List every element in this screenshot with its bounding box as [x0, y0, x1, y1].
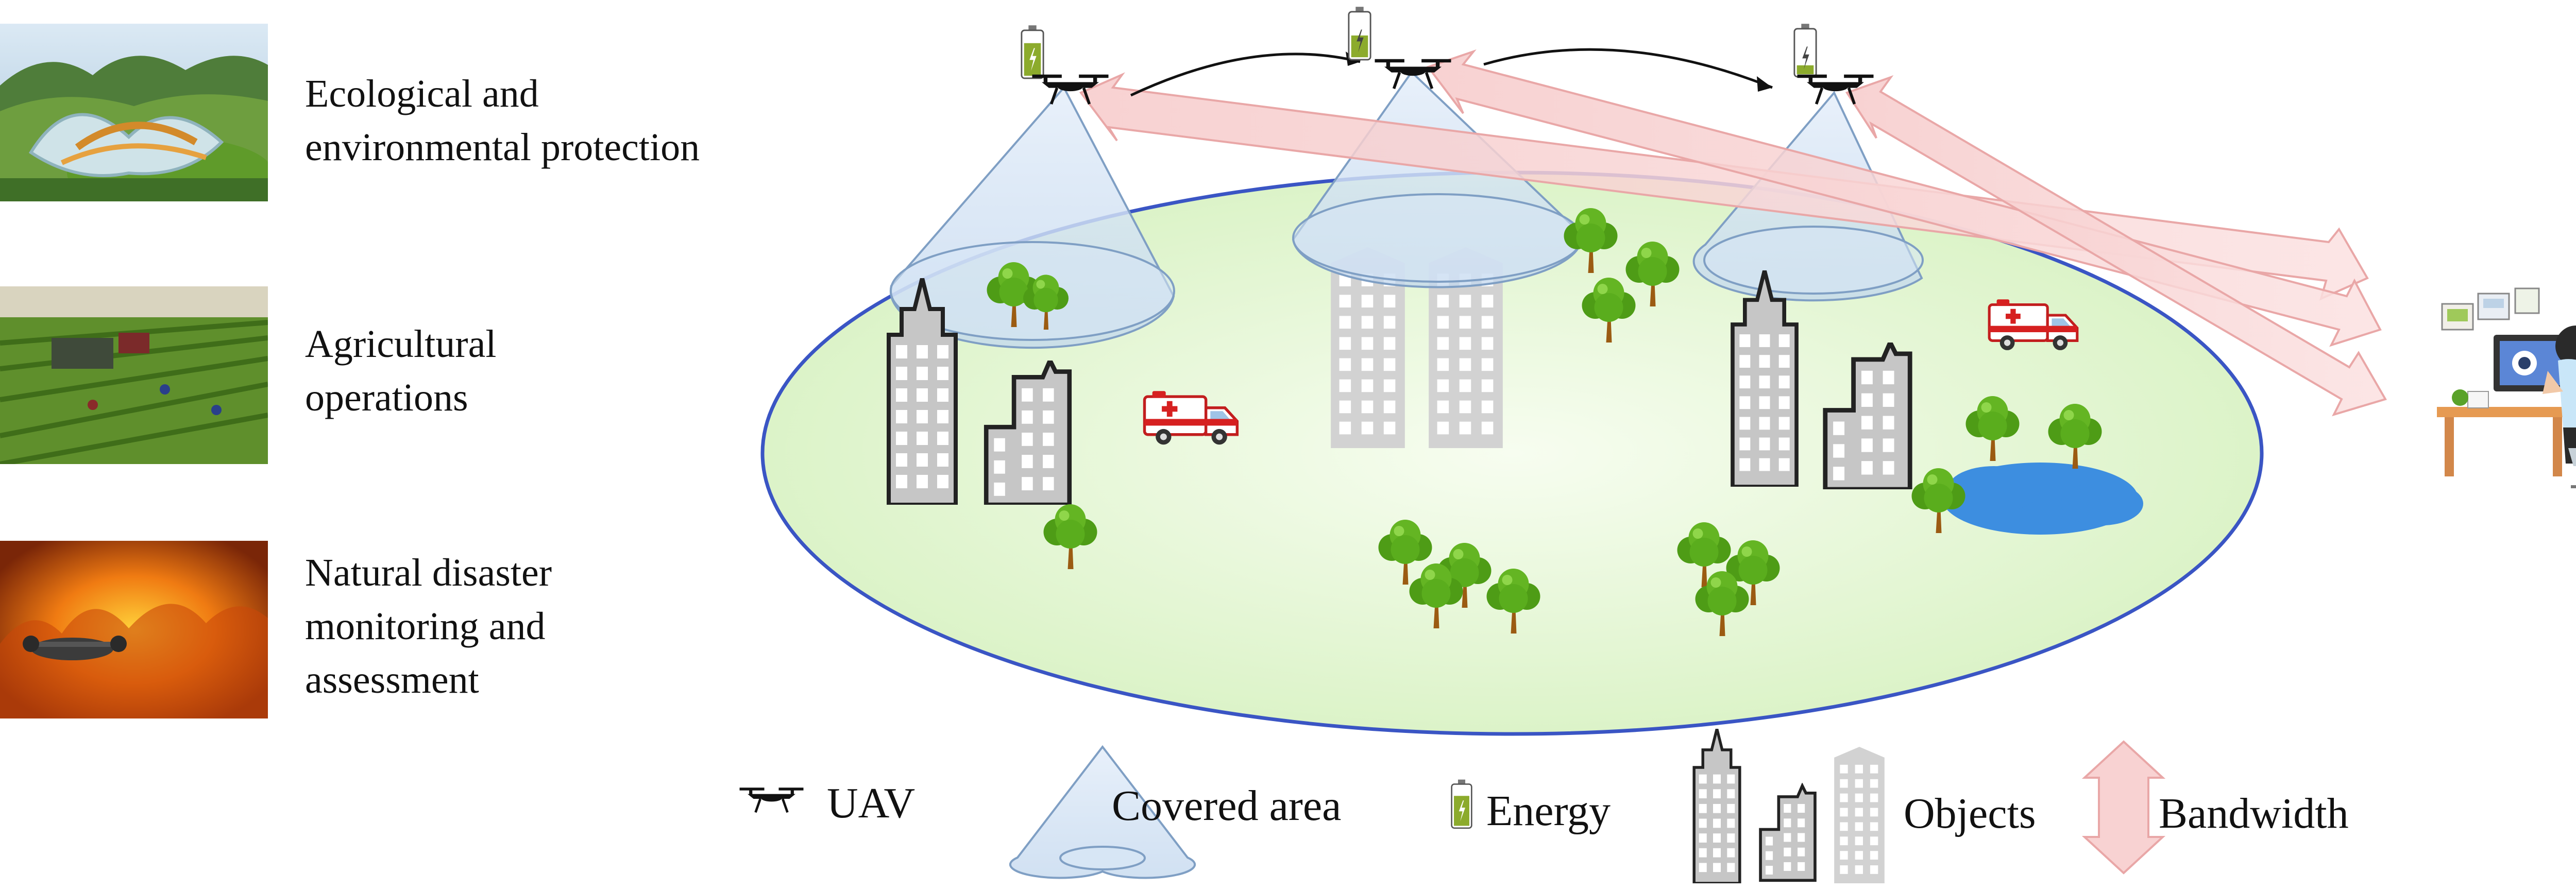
application-label-eco: Ecological and environmental protection	[305, 72, 700, 169]
application-label-disaster: Natural disaster monitoring and assessme…	[305, 551, 552, 701]
legend-label-covered-area: Covered area	[1112, 782, 1342, 830]
bandwidth-arrow	[1845, 75, 2387, 417]
coverage-cone-icon	[1009, 745, 1196, 879]
battery-energy-icon	[1793, 23, 1817, 78]
bandwidth-arrow-icon	[2081, 740, 2166, 875]
building-icon	[1834, 747, 1885, 883]
building-icon	[1760, 786, 1815, 881]
farm-field-workers-photo	[0, 286, 268, 464]
legend-label-objects: Objects	[1904, 790, 2036, 837]
drone-icon	[740, 788, 804, 812]
operator-workstation-icon	[2437, 287, 2576, 488]
battery-energy-icon	[1021, 25, 1044, 79]
flight-path	[1130, 48, 1773, 97]
battery-energy-icon	[1451, 779, 1472, 829]
application-label-agri: Agricultural operations	[305, 322, 497, 419]
legend-label-bandwidth: Bandwidth	[2159, 790, 2349, 837]
legend	[740, 729, 2166, 883]
legend-label-uav: UAV	[827, 779, 916, 827]
building-icon	[1694, 729, 1740, 883]
uav-coverage-scene	[732, 6, 2576, 883]
drone-over-wildfire-photo	[0, 541, 268, 718]
battery-energy-icon	[1348, 6, 1371, 61]
forest-eco-building-photo	[0, 24, 268, 201]
bandwidth-links	[1079, 49, 2387, 417]
legend-label-energy: Energy	[1486, 787, 1611, 835]
